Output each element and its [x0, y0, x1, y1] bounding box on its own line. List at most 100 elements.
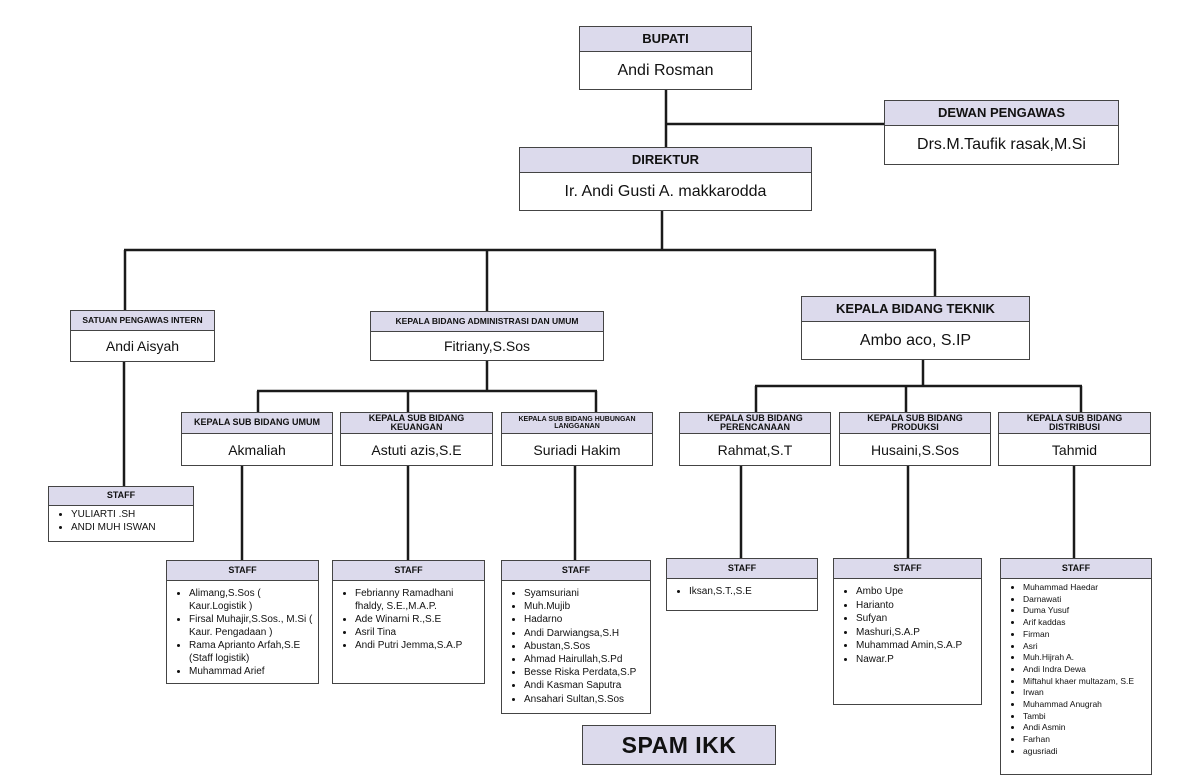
page-title: SPAM IKK: [582, 725, 776, 765]
hubungan-staff-header: STAFF: [502, 561, 650, 581]
spi-name: Andi Aisyah: [105, 338, 180, 354]
list-item: Firsal Muhajir,S.Sos., M.Si ( Kaur. Peng…: [189, 613, 314, 639]
perencanaan-name: Rahmat,S.T: [717, 441, 793, 458]
list-item: Iksan,S.T.,S.E: [689, 585, 813, 598]
list-item: Ade Winarni R.,S.E: [355, 613, 480, 626]
dewan-pengawas-role: DEWAN PENGAWAS: [885, 101, 1118, 126]
distribusi-staff-header: STAFF: [1001, 559, 1151, 579]
list-item: Abustan,S.Sos: [524, 640, 646, 653]
direktur-role: DIREKTUR: [520, 148, 811, 173]
list-item: Andi Kasman Saputra: [524, 679, 646, 692]
direktur-name: Ir. Andi Gusti A. makkarodda: [564, 182, 767, 200]
distribusi-name: Tahmid: [1051, 441, 1098, 458]
list-item: Ahmad Hairullah,S.Pd: [524, 653, 646, 666]
teknik-name: Ambo aco, S.IP: [859, 331, 972, 349]
spi-box: SATUAN PENGAWAS INTERN Andi Aisyah: [70, 310, 215, 362]
bupati-box: BUPATI Andi Rosman: [579, 26, 752, 90]
bupati-name: Andi Rosman: [617, 61, 714, 79]
list-item: Farhan: [1023, 734, 1147, 746]
list-item: Ambo Upe: [856, 585, 977, 599]
perencanaan-role: KEPALA SUB BIDANG PERENCANAAN: [680, 413, 830, 434]
list-item: Irwan: [1023, 687, 1147, 699]
produksi-staff-box: STAFF Ambo Upe Harianto Sufyan Mashuri,S…: [833, 558, 982, 705]
list-item: Harianto: [856, 599, 977, 613]
list-item: Andi Indra Dewa: [1023, 664, 1147, 676]
list-item: Febrianny Ramadhani fhaldy, S.E.,M.A.P.: [355, 587, 480, 613]
list-item: Duma Yusuf: [1023, 605, 1147, 617]
umum-staff-header: STAFF: [167, 561, 318, 581]
list-item: Andi Darwiangsa,S.H: [524, 627, 646, 640]
produksi-box: KEPALA SUB BIDANG PRODUKSI Husaini,S.Sos: [839, 412, 991, 466]
list-item: Sufyan: [856, 612, 977, 626]
list-item: Besse Riska Perdata,S.P: [524, 666, 646, 679]
spi-role: SATUAN PENGAWAS INTERN: [71, 311, 214, 331]
perencanaan-staff-box: STAFF Iksan,S.T.,S.E: [666, 558, 818, 611]
umum-name: Akmaliah: [228, 441, 286, 458]
list-item: Mashuri,S.A.P: [856, 626, 977, 640]
list-item: Muhammad Arief: [189, 665, 314, 678]
list-item: Rama Aprianto Arfah,S.E (Staff logistik): [189, 639, 314, 665]
hubungan-staff-list: Syamsuriani Muh.Mujib Hadarno Andi Darwi…: [502, 581, 650, 706]
list-item: Firman: [1023, 629, 1147, 641]
produksi-staff-list: Ambo Upe Harianto Sufyan Mashuri,S.A.P M…: [834, 579, 981, 666]
list-item: Andi Putri Jemma,S.A.P: [355, 639, 480, 652]
perencanaan-box: KEPALA SUB BIDANG PERENCANAAN Rahmat,S.T: [679, 412, 831, 466]
spi-staff-box: STAFF YULIARTI .SH ANDI MUH ISWAN: [48, 486, 194, 542]
admin-box: KEPALA BIDANG ADMINISTRASI DAN UMUM Fitr…: [370, 311, 604, 361]
list-item: Tambi: [1023, 711, 1147, 723]
keuangan-staff-list: Febrianny Ramadhani fhaldy, S.E.,M.A.P. …: [333, 581, 484, 652]
list-item: Andi Asmin: [1023, 722, 1147, 734]
list-item: Muh.Mujib: [524, 600, 646, 613]
umum-staff-list: Alimang,S.Sos ( Kaur.Logistik ) Firsal M…: [167, 581, 318, 678]
list-item: Hadarno: [524, 613, 646, 626]
distribusi-role: KEPALA SUB BIDANG DISTRIBUSI: [999, 413, 1150, 434]
dewan-pengawas-box: DEWAN PENGAWAS Drs.M.Taufik rasak,M.Si: [884, 100, 1119, 165]
keuangan-role: KEPALA SUB BIDANG KEUANGAN: [341, 413, 492, 434]
list-item: Asri: [1023, 641, 1147, 653]
list-item: Arif kaddas: [1023, 617, 1147, 629]
list-item: Alimang,S.Sos ( Kaur.Logistik ): [189, 587, 314, 613]
list-item: Darnawati: [1023, 594, 1147, 606]
list-item: agusriadi: [1023, 746, 1147, 758]
distribusi-staff-box: STAFF Muhammad Haedar Darnawati Duma Yus…: [1000, 558, 1152, 775]
keuangan-staff-box: STAFF Febrianny Ramadhani fhaldy, S.E.,M…: [332, 560, 485, 684]
perencanaan-staff-list: Iksan,S.T.,S.E: [667, 579, 817, 598]
hubungan-role: KEPALA SUB BIDANG HUBUNGAN LANGGANAN: [502, 413, 652, 434]
produksi-name: Husaini,S.Sos: [871, 441, 959, 458]
list-item: Muhammad Anugrah: [1023, 699, 1147, 711]
list-item: Muh.Hijrah A.: [1023, 652, 1147, 664]
teknik-box: KEPALA BIDANG TEKNIK Ambo aco, S.IP: [801, 296, 1030, 360]
produksi-role: KEPALA SUB BIDANG PRODUKSI: [840, 413, 990, 434]
produksi-staff-header: STAFF: [834, 559, 981, 579]
bupati-role: BUPATI: [580, 27, 751, 52]
perencanaan-staff-header: STAFF: [667, 559, 817, 579]
admin-name: Fitriany,S.Sos: [443, 338, 531, 354]
spi-staff-header: STAFF: [49, 487, 193, 506]
hubungan-box: KEPALA SUB BIDANG HUBUNGAN LANGGANAN Sur…: [501, 412, 653, 466]
distribusi-staff-list: Muhammad Haedar Darnawati Duma Yusuf Ari…: [1001, 579, 1151, 758]
admin-role: KEPALA BIDANG ADMINISTRASI DAN UMUM: [371, 312, 603, 332]
umum-staff-box: STAFF Alimang,S.Sos ( Kaur.Logistik ) Fi…: [166, 560, 319, 684]
teknik-role: KEPALA BIDANG TEKNIK: [802, 297, 1029, 322]
distribusi-box: KEPALA SUB BIDANG DISTRIBUSI Tahmid: [998, 412, 1151, 466]
list-item: Miftahul khaer multazam, S.E: [1023, 676, 1147, 688]
dewan-pengawas-name: Drs.M.Taufik rasak,M.Si: [917, 136, 1086, 153]
umum-box: KEPALA SUB BIDANG UMUM Akmaliah: [181, 412, 333, 466]
hubungan-staff-box: STAFF Syamsuriani Muh.Mujib Hadarno Andi…: [501, 560, 651, 714]
list-item: Muhammad Haedar: [1023, 582, 1147, 594]
list-item: YULIARTI .SH: [71, 508, 189, 521]
keuangan-name: Astuti azis,S.E: [371, 441, 462, 458]
direktur-box: DIREKTUR Ir. Andi Gusti A. makkarodda: [519, 147, 812, 211]
spi-staff-list: YULIARTI .SH ANDI MUH ISWAN: [49, 506, 193, 534]
list-item: Ansahari Sultan,S.Sos: [524, 693, 646, 706]
hubungan-name: Suriadi Hakim: [533, 441, 621, 458]
list-item: ANDI MUH ISWAN: [71, 521, 189, 534]
list-item: Muhammad Amin,S.A.P: [856, 639, 977, 653]
keuangan-staff-header: STAFF: [333, 561, 484, 581]
list-item: Nawar.P: [856, 653, 977, 667]
umum-role: KEPALA SUB BIDANG UMUM: [182, 413, 332, 434]
list-item: Asril Tina: [355, 626, 480, 639]
keuangan-box: KEPALA SUB BIDANG KEUANGAN Astuti azis,S…: [340, 412, 493, 466]
list-item: Syamsuriani: [524, 587, 646, 600]
